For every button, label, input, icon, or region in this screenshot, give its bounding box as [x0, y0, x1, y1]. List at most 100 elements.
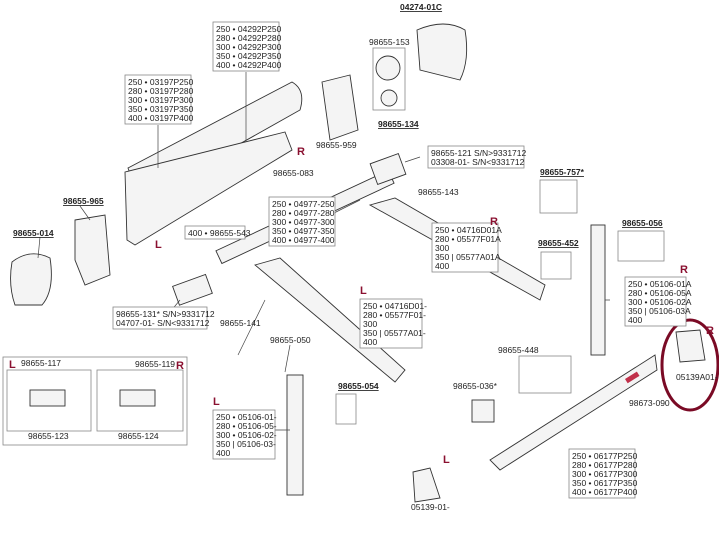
- part-callout-label: 98655-124: [118, 431, 159, 441]
- side-mark: L: [155, 239, 162, 251]
- part-number-box: [124, 74, 192, 125]
- part-number-line: 350 | 05577A01-: [363, 328, 426, 338]
- part-number-line: 300 • 03197P300: [128, 95, 194, 105]
- spring-drum-part: [369, 152, 407, 186]
- part-number-box: [112, 306, 208, 330]
- part-number-line: 280 • 05577F01A: [435, 234, 501, 244]
- part-number-line: 300 • 05106-02A: [628, 297, 692, 307]
- part-callout-label: 98655-143: [418, 187, 459, 197]
- part-callout-label: 98655-119: [135, 359, 175, 369]
- side-mark: L: [360, 285, 367, 297]
- foot-left-part: [412, 467, 441, 503]
- highlight-circle: [660, 318, 719, 412]
- clip-part: [471, 399, 495, 423]
- part-number-box: [624, 276, 687, 327]
- part-number-line: 400 • 98655-543: [188, 228, 251, 238]
- part-number-line: 98655-131* S/N>9331712: [116, 309, 215, 319]
- part-number-line: 400 • 06177P400: [572, 487, 638, 497]
- side-marks: R L R R R L L L L R: [9, 146, 714, 466]
- part-number-line: 300 • 04292P300: [216, 42, 282, 52]
- part-callout-label: 98655-014: [13, 228, 54, 238]
- part-number-line: 350 | 05106-03A: [628, 306, 691, 316]
- part-number-box: [268, 196, 336, 247]
- part-callout-label: 05139A01-: [676, 372, 718, 382]
- motor-part: [172, 273, 213, 306]
- part-number-line: 400: [628, 315, 642, 325]
- part-number-box: [431, 222, 499, 273]
- arm-left-part: [254, 257, 406, 383]
- end-bracket-left-part: [74, 214, 111, 286]
- part-number-line: 350 • 04292P350: [216, 51, 282, 61]
- part-number-box: [212, 21, 280, 72]
- part-number-line: 300: [435, 243, 449, 253]
- part-number-line: 250 • 06177P250: [572, 451, 638, 461]
- part-callout-label: 98655-123: [28, 431, 69, 441]
- side-mark: L: [443, 454, 450, 466]
- side-mark: R: [680, 264, 688, 276]
- front-profile-part: [489, 354, 658, 471]
- part-number-line: 03308-01- S/N<9331712: [431, 157, 525, 167]
- part-callout-label: 98655-448: [498, 345, 539, 355]
- part-number-line: 250 • 04292P250: [216, 24, 282, 34]
- part-number-box: [568, 448, 636, 499]
- part-number-line: 250 • 04977-250: [272, 199, 335, 209]
- side-mark: R: [297, 146, 305, 158]
- brand-stripe: [625, 371, 640, 384]
- part-callout-label: 98655-965: [63, 196, 104, 206]
- part-number-line: 250 • 04716D01A: [435, 225, 502, 235]
- part-number-line: 250 • 05106-01A: [628, 279, 692, 289]
- side-mark: R: [706, 325, 714, 337]
- part-number-line: 350 | 05106-03-: [216, 439, 276, 449]
- part-callouts: 04274-01C 98655-153 98655-134 98655-959 9865…: [13, 2, 718, 512]
- part-number-line: 400 • 04977-400: [272, 235, 335, 245]
- part-number-line: 250 • 05106-01-: [216, 412, 277, 422]
- part-number-box: [359, 298, 423, 349]
- end-bracket-right-part: [321, 74, 359, 141]
- part-number-box: [212, 409, 276, 460]
- leg-left-part: [286, 374, 304, 496]
- part-number-line: 400: [363, 337, 377, 347]
- part-number-line: 350 | 05577A01A: [435, 252, 501, 262]
- foot-right-part: [675, 329, 706, 363]
- part-callout-label: 98673-090: [629, 398, 670, 408]
- part-number-line: 400: [435, 261, 449, 271]
- part-number-line: 400: [216, 448, 230, 458]
- part-callout-label: 98655-141: [220, 318, 261, 328]
- part-callout-label: 98655-083: [273, 168, 314, 178]
- side-mark: L: [9, 359, 16, 371]
- leg-right-part: [590, 224, 606, 356]
- part-number-line: 350 • 06177P350: [572, 478, 638, 488]
- part-callout-label: 98655-056: [622, 218, 663, 228]
- part-number-line: 300 • 04977-300: [272, 217, 335, 227]
- side-mark: L: [213, 396, 220, 408]
- part-number-line: 280 • 05106-05-: [216, 421, 277, 431]
- part-callout-label: 98655-757*: [540, 167, 585, 177]
- part-number-line: 280 • 04292P280: [216, 33, 282, 43]
- part-callout-label: 98655-134: [378, 119, 419, 129]
- part-callout-label: 98655-153: [369, 37, 410, 47]
- parts: [2, 23, 719, 503]
- part-number-line: 350 • 04977-350: [272, 226, 335, 236]
- side-mark: R: [176, 360, 184, 372]
- awning-case-part: [124, 131, 293, 246]
- end-cap-part: [10, 253, 52, 306]
- part-number-line: 280 • 04977-280: [272, 208, 335, 218]
- side-mark: R: [490, 216, 498, 228]
- part-callout-label: 98655-452: [538, 238, 579, 248]
- part-number-line: 250 • 03197P250: [128, 77, 194, 87]
- part-callout-label: 98655-959: [316, 140, 357, 150]
- part-number-line: 280 • 03197P280: [128, 86, 194, 96]
- part-callout-label: 05139-01-: [411, 502, 450, 512]
- part-callout-label: 98655-054: [338, 381, 379, 391]
- part-number-box: [184, 225, 246, 240]
- part-number-line: 280 • 05106-05A: [628, 288, 692, 298]
- part-number-line: 300 • 06177P300: [572, 469, 638, 479]
- part-callout-label: 04274-01C: [400, 2, 442, 12]
- part-callout-label: 98655-117: [21, 358, 61, 368]
- cap-part: [416, 23, 468, 81]
- part-number-line: 300: [363, 319, 377, 329]
- part-number-line: 280 • 05577F01-: [363, 310, 426, 320]
